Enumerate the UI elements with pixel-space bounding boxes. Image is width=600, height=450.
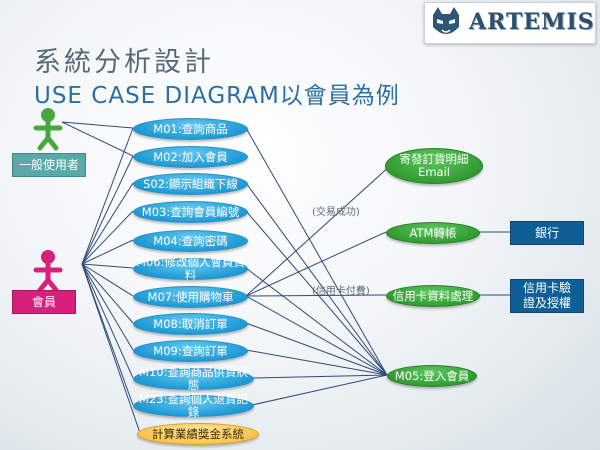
connector-m08-login	[245, 322, 388, 376]
card-auth-line1: 信用卡驗	[522, 281, 571, 295]
connector-member-m02	[81, 155, 134, 265]
connector-member-m07	[81, 263, 134, 297]
connector-m07-login	[245, 295, 388, 376]
fox-mascot-icon	[433, 7, 459, 34]
connector-member-m09	[81, 263, 134, 351]
use-case-m01[interactable]: M01:查詢商品	[133, 118, 248, 140]
use-case-m03[interactable]: M03:查詢會員編號	[133, 201, 248, 223]
use-case-m02[interactable]: M02:加入會員	[133, 146, 248, 168]
card-auth-line2: 證及授權	[522, 296, 571, 310]
connector-member-s02	[81, 182, 134, 265]
use-case-send-order-email[interactable]: 寄發訂貨明細 Email	[385, 148, 483, 184]
connector-member-m04	[81, 239, 134, 265]
connector-m06-login	[245, 267, 388, 376]
member-actor-icon	[33, 250, 63, 293]
use-case-m07[interactable]: M07:使用購物車	[133, 286, 248, 308]
connector-s02-login	[245, 182, 388, 376]
general-user-label: 一般使用者	[12, 153, 86, 177]
use-case-credit-processing[interactable]: 信用卡資料處理	[386, 285, 480, 307]
connector-m07-email	[245, 165, 391, 297]
general-user-actor-icon	[33, 108, 63, 151]
connector-member-bonus	[81, 263, 141, 434]
page-subtitle: USE CASE DIAGRAM以會員為例	[34, 83, 400, 109]
connector-user-m01	[61, 121, 134, 129]
connector-m07-credit	[245, 294, 387, 297]
connector-m01-login	[245, 127, 388, 376]
use-case-m06[interactable]: M06:修改個人會員資料	[133, 256, 248, 282]
page-title: 系統分析設計	[34, 47, 214, 78]
use-case-m04[interactable]: M04:查詢密碼	[133, 230, 248, 252]
connector-member-m01	[81, 127, 134, 265]
connector-m09-login	[245, 349, 388, 376]
use-case-m05-login[interactable]: M05:登入會員	[387, 365, 477, 387]
use-case-bonus-system[interactable]: 計算業績獎金系統	[137, 423, 259, 445]
logo-text: ARTEMIS	[469, 9, 595, 35]
email-case-line1: 寄發訂貨明細	[399, 152, 469, 166]
connector-m07-atm	[245, 231, 387, 297]
use-case-m09[interactable]: M09:查詢訂單	[133, 340, 248, 362]
connector-member-m08	[81, 263, 134, 324]
note-credit-payment: (信用卡付費)	[312, 286, 370, 297]
connector-m10-login	[251, 374, 388, 379]
bank-system-box: 銀行	[510, 221, 584, 245]
artemis-logo: ARTEMIS	[424, 2, 596, 44]
connector-member-m03	[81, 210, 134, 265]
use-case-m23[interactable]: M23:查詢個人退貨記錄	[133, 393, 254, 419]
use-case-m08[interactable]: M08:取消訂單	[133, 313, 248, 335]
note-transaction-success: (交易成功)	[312, 207, 360, 218]
connector-m23-login	[251, 374, 388, 406]
email-case-line2: Email	[418, 165, 450, 179]
card-auth-system-box: 信用卡驗 證及授權	[510, 279, 584, 313]
use-case-m10[interactable]: M10:查詢商品供貨狀態	[133, 366, 254, 392]
connector-member-m06	[81, 263, 134, 269]
connector-m03-login	[245, 210, 388, 376]
connector-member-m10	[81, 263, 134, 379]
member-label: 會員	[12, 290, 76, 314]
use-case-atm-transfer[interactable]: ATM轉帳	[386, 222, 480, 244]
use-case-s02[interactable]: S02:顯示組織下線	[133, 173, 248, 195]
connector-user-m02	[61, 121, 134, 157]
